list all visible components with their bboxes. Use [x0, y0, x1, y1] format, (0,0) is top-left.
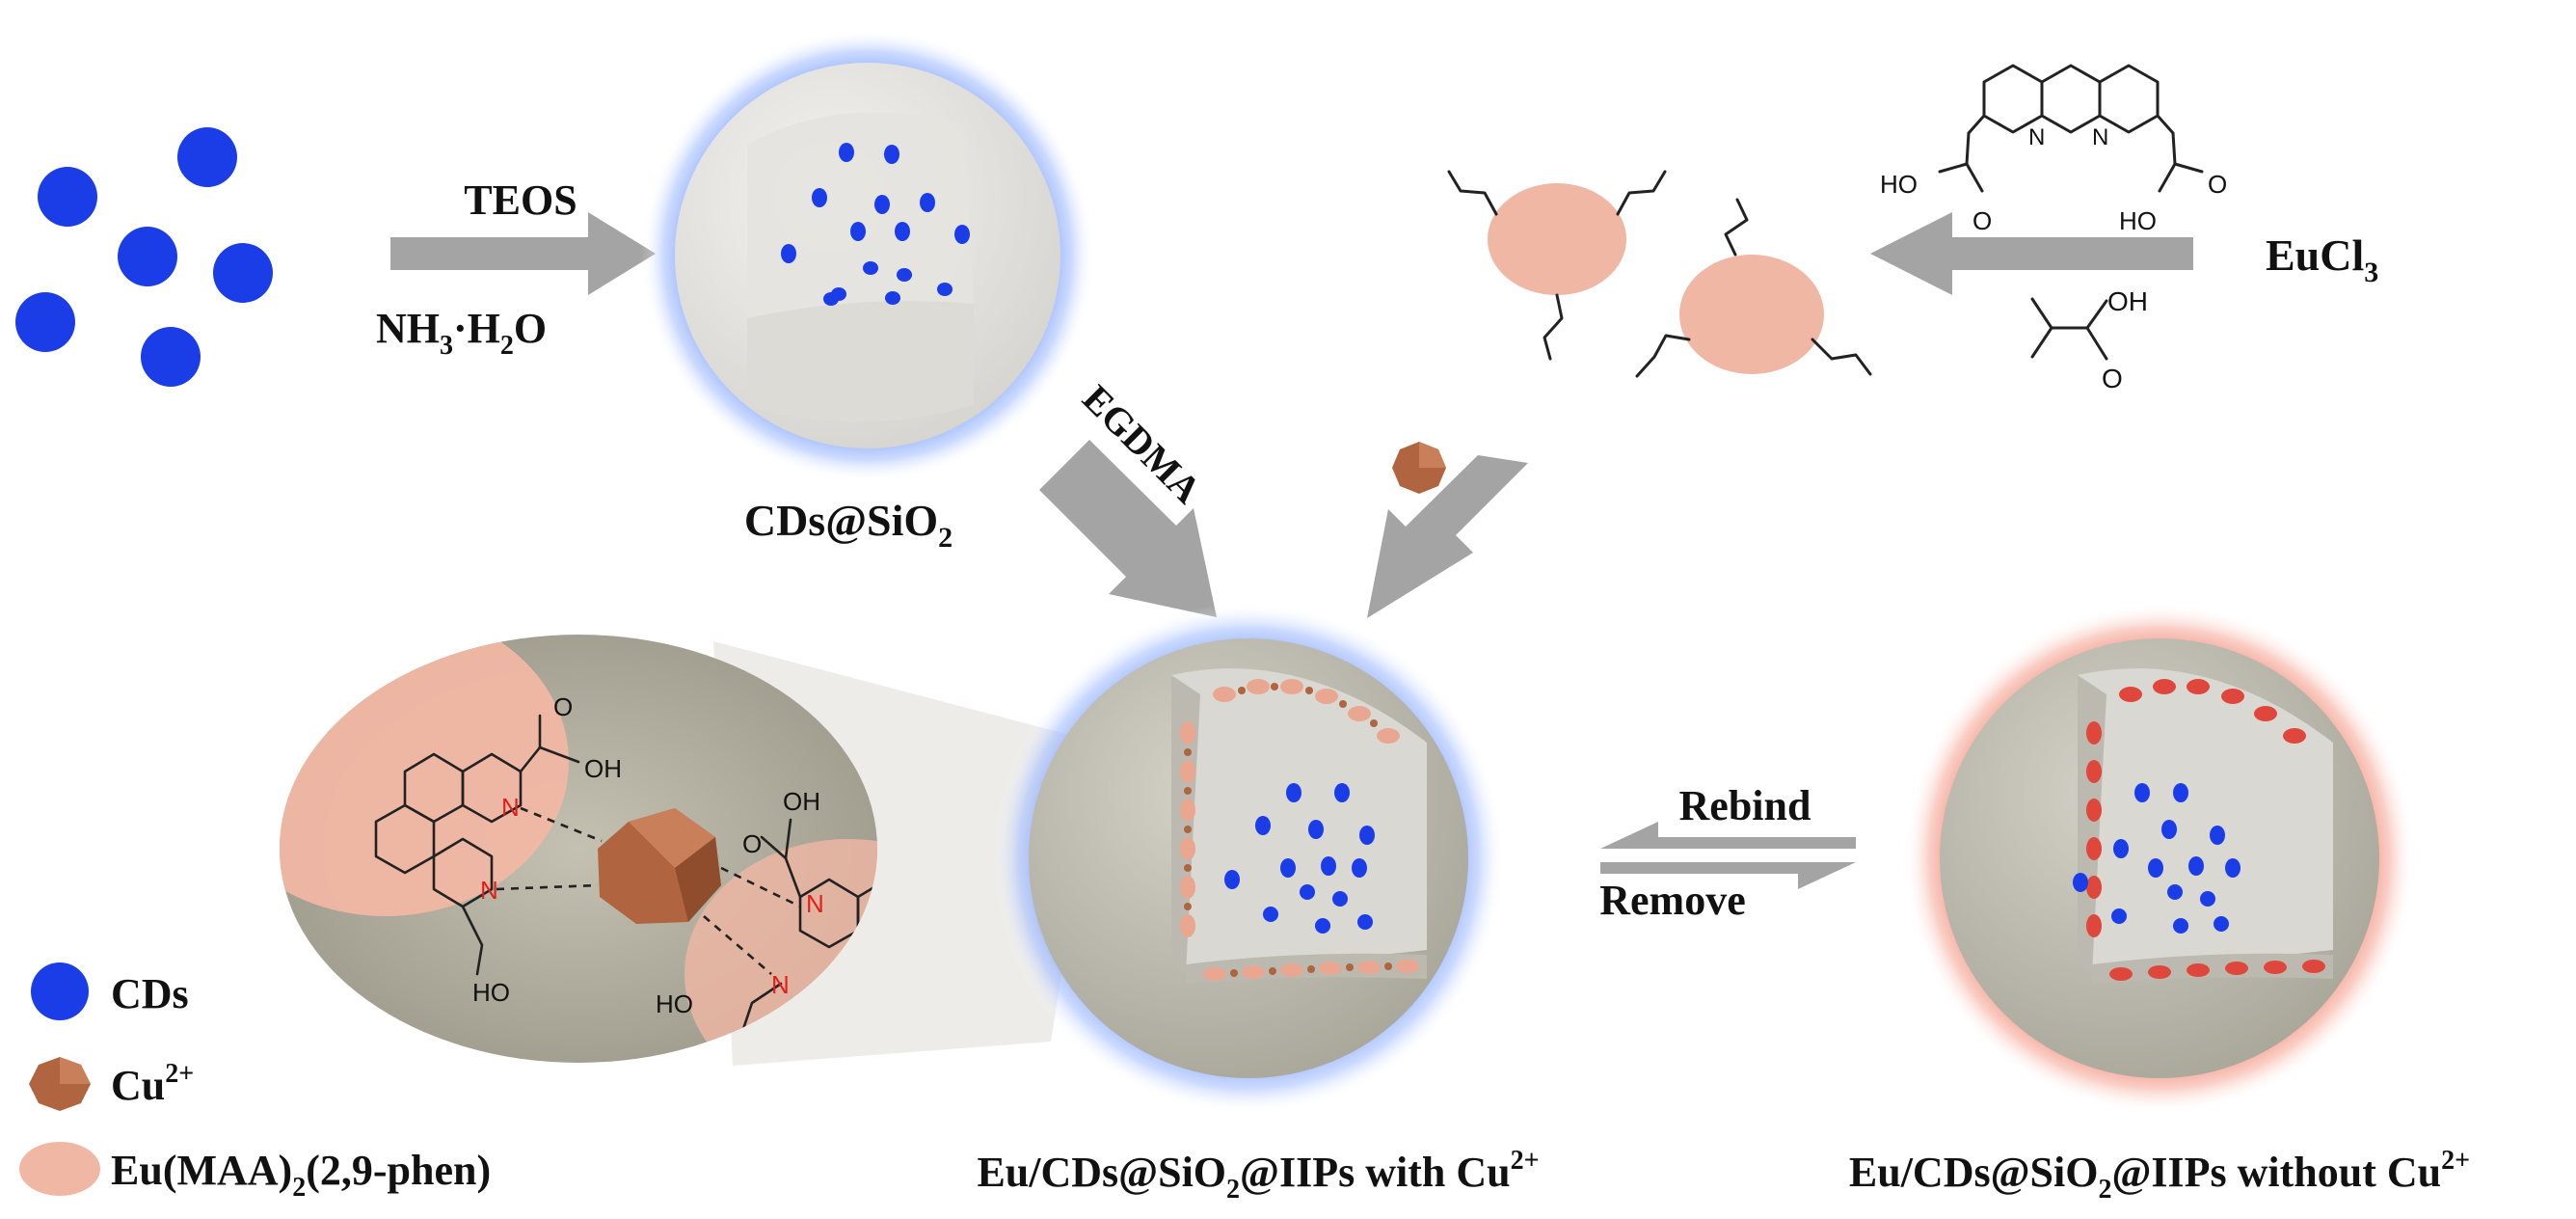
legend-eu-swatch	[19, 1142, 100, 1196]
free-cds-cluster	[15, 127, 273, 387]
svg-text:O: O	[1972, 206, 1992, 235]
cu-arrow	[1367, 455, 1528, 618]
remove-label: Remove	[1599, 877, 1746, 924]
svg-text:HO: HO	[2119, 206, 2157, 235]
iip-with-cu-label: Eu/CDs@SiO2@IIPs with Cu2+	[977, 1146, 1539, 1205]
iip-with-cu-sphere	[993, 603, 1504, 1114]
legend-cds-label: CDs	[111, 970, 189, 1017]
svg-text:HO: HO	[1880, 170, 1918, 199]
cd-dot	[213, 243, 273, 303]
phen-dicarboxylic-structure: N N HO O HO O	[1880, 66, 2227, 235]
teos-arrow	[390, 212, 656, 295]
svg-text:HO: HO	[656, 989, 693, 1018]
legend-cu-label: Cu2+	[111, 1059, 194, 1109]
legend-eu-label: Eu(MAA)2(2,9-phen)	[111, 1147, 491, 1203]
svg-text:N: N	[480, 876, 498, 905]
legend-cds-swatch	[31, 962, 89, 1020]
cu-ion-small	[1392, 442, 1446, 494]
cd-dot	[15, 292, 75, 352]
svg-text:O: O	[2102, 364, 2123, 393]
cd-dot	[118, 227, 177, 286]
svg-text:N: N	[806, 889, 824, 918]
maa-structure: OH O	[2032, 286, 2148, 393]
cd-dot	[38, 167, 97, 227]
eu-complex-1	[1449, 172, 1665, 359]
eucl3-label: EuCl3	[2266, 230, 2378, 288]
svg-text:OH: OH	[783, 787, 820, 816]
cd-dot	[177, 127, 237, 187]
svg-text:OH: OH	[584, 754, 622, 783]
svg-text:O: O	[553, 692, 573, 721]
cd-dot	[141, 327, 201, 387]
eu-complex-2	[1637, 200, 1870, 376]
nh3-h2o-label: NH3·H2O	[376, 305, 547, 361]
svg-text:O: O	[742, 829, 762, 858]
svg-text:O: O	[2208, 170, 2227, 199]
iip-without-cu-sphere	[1904, 603, 2415, 1114]
svg-text:N: N	[2092, 124, 2108, 150]
cds-sio2-label: CDs@SiO2	[744, 496, 953, 554]
svg-text:N: N	[771, 970, 790, 999]
svg-text:N: N	[2028, 124, 2045, 150]
rebind-label: Rebind	[1679, 782, 1811, 829]
svg-text:OH: OH	[2107, 286, 2148, 316]
svg-text:N: N	[501, 793, 520, 822]
legend-cu-swatch	[29, 1057, 91, 1111]
svg-text:HO: HO	[472, 978, 510, 1007]
cds-sio2-sphere	[641, 29, 1094, 482]
iip-without-cu-label: Eu/CDs@SiO2@IIPs without Cu2+	[1849, 1146, 2470, 1205]
teos-label: TEOS	[464, 176, 577, 224]
